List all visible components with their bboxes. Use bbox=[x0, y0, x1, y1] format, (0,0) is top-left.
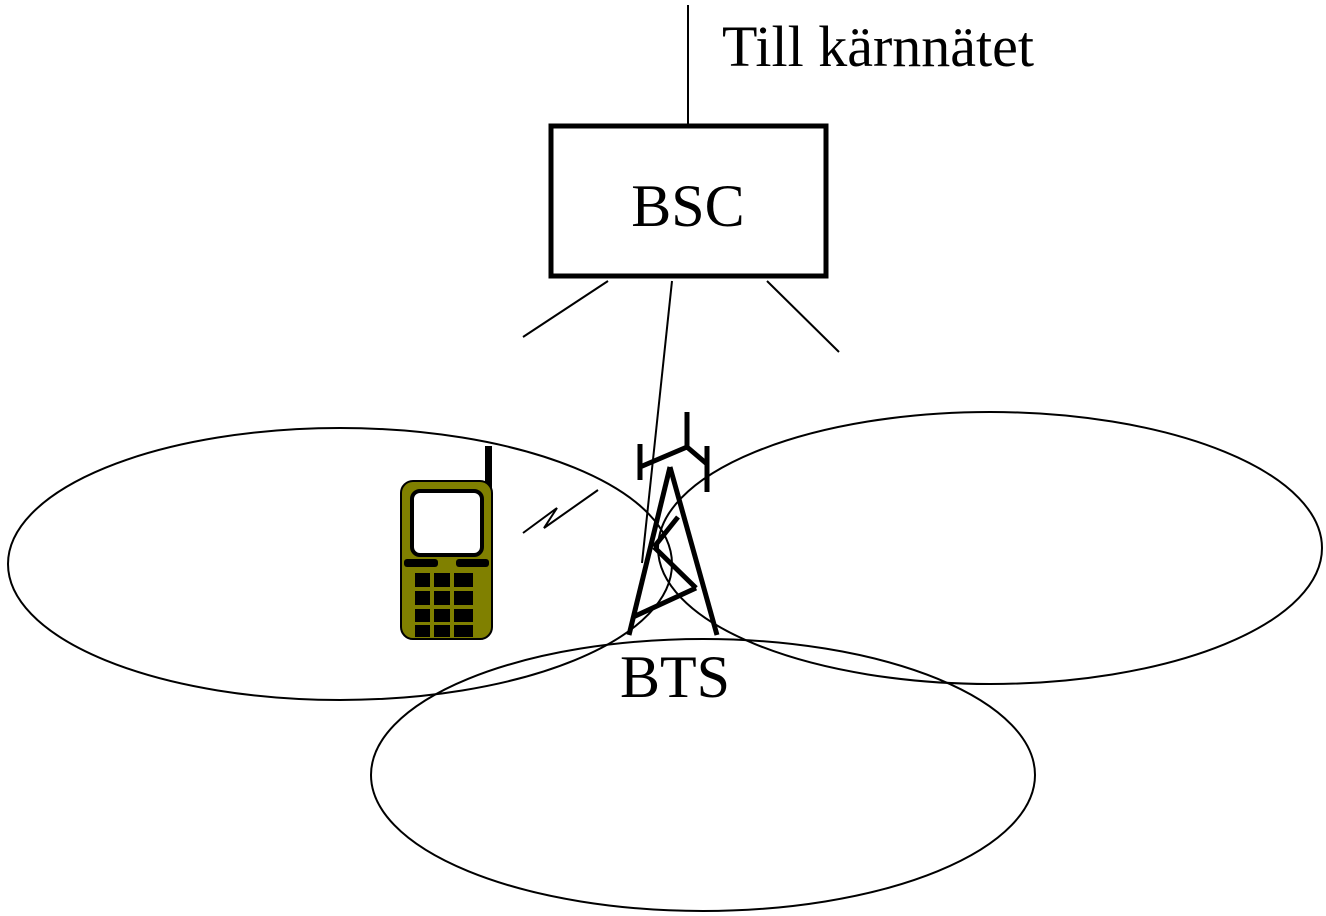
bsc-node: BSC bbox=[548, 123, 829, 279]
mobile-phone-icon bbox=[400, 446, 493, 640]
phone-softkey-left bbox=[404, 559, 438, 567]
core-network-label: Till kärnnätet bbox=[722, 14, 1034, 79]
phone-screen bbox=[410, 489, 484, 557]
phone-softkey-right bbox=[456, 559, 489, 567]
bsc-link-left bbox=[522, 280, 609, 338]
cell-bottom bbox=[370, 638, 1036, 912]
phone-keypad bbox=[415, 573, 473, 637]
phone-antenna bbox=[485, 446, 492, 490]
bsc-bts-link bbox=[641, 280, 673, 564]
cell-left bbox=[7, 427, 673, 701]
bsc-box bbox=[548, 123, 829, 279]
bsc-label: BSC bbox=[631, 173, 744, 239]
lightning-bolt-icon bbox=[522, 489, 599, 534]
bsc-link-right bbox=[766, 280, 840, 353]
bts-label: BTS bbox=[620, 644, 730, 710]
cell-right bbox=[657, 411, 1323, 685]
radio-tower-icon bbox=[626, 412, 720, 636]
